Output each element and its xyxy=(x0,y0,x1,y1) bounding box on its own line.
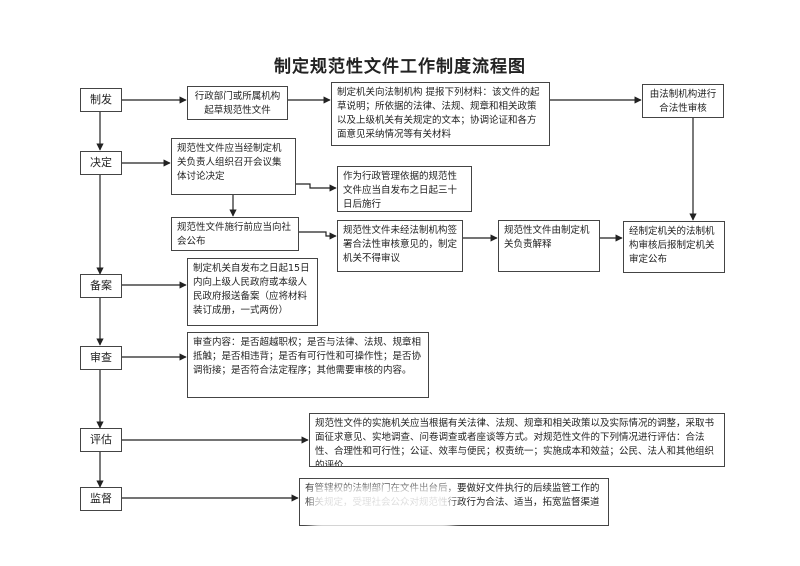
box-filing: 制定机关自发布之日起15日内向上级人民政府或本级人民政府报送备案（应将材料装订成… xyxy=(187,258,318,326)
box-interpret: 规范性文件由制定机关负责解释 xyxy=(498,220,600,272)
box-draft-by-dept: 行政部门或所属机构起草规范性文件 xyxy=(187,86,288,120)
box-meeting-decide: 规范性文件应当经制定机关负责人组织召开会议集体讨论决定 xyxy=(171,138,296,195)
box-effective-30days: 作为行政管理依据的规范性文件应当自发布之日起三十日后施行 xyxy=(337,166,472,212)
box-legal-review: 由法制机构进行合法性审核 xyxy=(642,84,724,118)
stage-decide: 决定 xyxy=(80,151,122,175)
stage-supervise: 监督 xyxy=(80,487,122,511)
box-review-content: 审查内容：是否超越职权；是否与法律、法规、规章相抵触；是否相违背；是否有可行性和… xyxy=(187,332,429,398)
stage-record: 备案 xyxy=(80,274,122,298)
box-evaluation: 规范性文件的实施机关应当根据有关法律、法规、规章和相关政策以及实际情况的调整，采… xyxy=(309,413,725,467)
stage-evaluate: 评估 xyxy=(80,428,122,452)
box-not-reviewed: 规范性文件未经法制机构签署合法性审核意见的，制定机关不得审议 xyxy=(337,220,463,272)
box-post-review: 经制定机关的法制机构审核后报制定机关审定公布 xyxy=(623,221,725,273)
blur-overlay xyxy=(312,486,452,532)
stage-review: 审查 xyxy=(80,346,122,370)
box-publish-before: 规范性文件施行前应当向社会公布 xyxy=(171,217,299,251)
arrow-publish-notreviewed xyxy=(299,231,337,240)
arrow-meeting-effective xyxy=(296,183,337,192)
diagram-title: 制定规范性文件工作制度流程图 xyxy=(274,57,526,77)
stage-draft: 制发 xyxy=(80,88,122,112)
box-submit-materials: 制定机关向法制机构 提报下列材料：该文件的起草说明；所依据的法律、法规、规章和相… xyxy=(331,82,550,146)
